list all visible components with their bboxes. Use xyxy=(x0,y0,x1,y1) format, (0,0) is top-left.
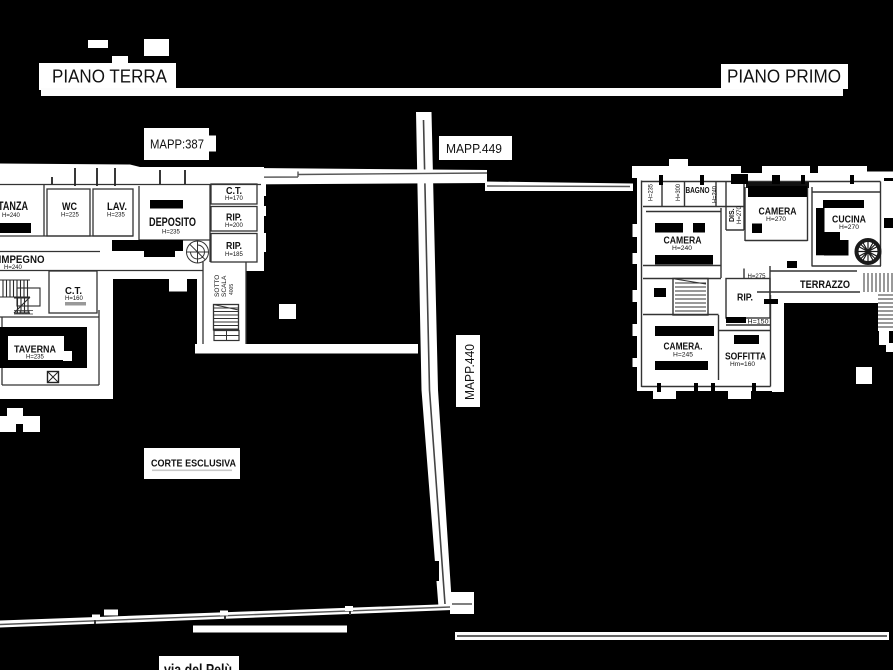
svg-text:H=160: H=160 xyxy=(65,296,84,302)
svg-text:H=225: H=225 xyxy=(61,213,80,219)
svg-text:H=240: H=240 xyxy=(672,245,692,252)
svg-text:H=245: H=245 xyxy=(673,352,693,359)
svg-text:H=300: H=300 xyxy=(676,183,682,201)
svg-text:TERRAZZO: TERRAZZO xyxy=(800,279,850,291)
svg-text:MAPP.449: MAPP.449 xyxy=(446,142,502,156)
svg-text:CAMERA.: CAMERA. xyxy=(664,341,703,353)
svg-text:PIANO TERRA: PIANO TERRA xyxy=(52,67,167,87)
svg-text:CAMERA: CAMERA xyxy=(759,206,797,218)
svg-text:via del Pelù: via del Pelù xyxy=(164,662,232,670)
svg-text:SCALA: SCALA xyxy=(221,275,228,297)
svg-text:H=150: H=150 xyxy=(748,319,769,326)
svg-text:WC: WC xyxy=(62,201,77,213)
svg-text:RIP.: RIP. xyxy=(226,241,242,252)
svg-text:4005: 4005 xyxy=(229,284,235,295)
svg-text:H=270: H=270 xyxy=(766,216,786,223)
svg-text:CAMERA: CAMERA xyxy=(664,235,702,247)
svg-text:Hm=160: Hm=160 xyxy=(730,361,755,368)
svg-text:H=235: H=235 xyxy=(26,355,45,361)
svg-text:RIP.: RIP. xyxy=(226,213,242,224)
svg-text:H=235: H=235 xyxy=(107,213,126,219)
svg-text:H=170: H=170 xyxy=(225,196,244,202)
svg-text:SOFFITTA: SOFFITTA xyxy=(725,352,766,363)
svg-text:DEPOSITO: DEPOSITO xyxy=(149,217,196,229)
svg-text:MAPP.440: MAPP.440 xyxy=(463,344,477,400)
svg-text:SOTTO: SOTTO xyxy=(214,275,221,297)
svg-text:STANZA: STANZA xyxy=(0,199,28,213)
svg-text:MAPP:387: MAPP:387 xyxy=(150,138,204,152)
svg-text:TAVERNA: TAVERNA xyxy=(14,344,56,356)
svg-text:PIANO PRIMO: PIANO PRIMO xyxy=(727,67,841,87)
svg-text:H=270: H=270 xyxy=(839,224,859,231)
svg-text:CORTE ESCLUSIVA: CORTE ESCLUSIVA xyxy=(151,458,236,470)
svg-text:H=270: H=270 xyxy=(737,205,743,224)
svg-text:H=240: H=240 xyxy=(2,213,21,219)
svg-text:H=240: H=240 xyxy=(4,265,23,271)
svg-text:LAV.: LAV. xyxy=(107,201,127,213)
svg-text:H=235: H=235 xyxy=(649,183,655,201)
svg-text:DIS.: DIS. xyxy=(729,208,736,222)
svg-text:BAGNO: BAGNO xyxy=(686,186,710,195)
svg-text:CUCINA: CUCINA xyxy=(832,215,866,226)
svg-text:C.T.: C.T. xyxy=(226,186,242,197)
svg-text:H=240: H=240 xyxy=(713,185,719,203)
svg-text:H=185: H=185 xyxy=(225,252,244,258)
svg-text:H=275: H=275 xyxy=(748,273,766,280)
svg-text:H=235: H=235 xyxy=(162,230,181,236)
svg-text:C.T.: C.T. xyxy=(65,286,82,297)
svg-text:H=200: H=200 xyxy=(225,223,244,229)
svg-text:DISIMPEGNO: DISIMPEGNO xyxy=(0,254,45,266)
svg-text:RIP.: RIP. xyxy=(737,293,753,304)
